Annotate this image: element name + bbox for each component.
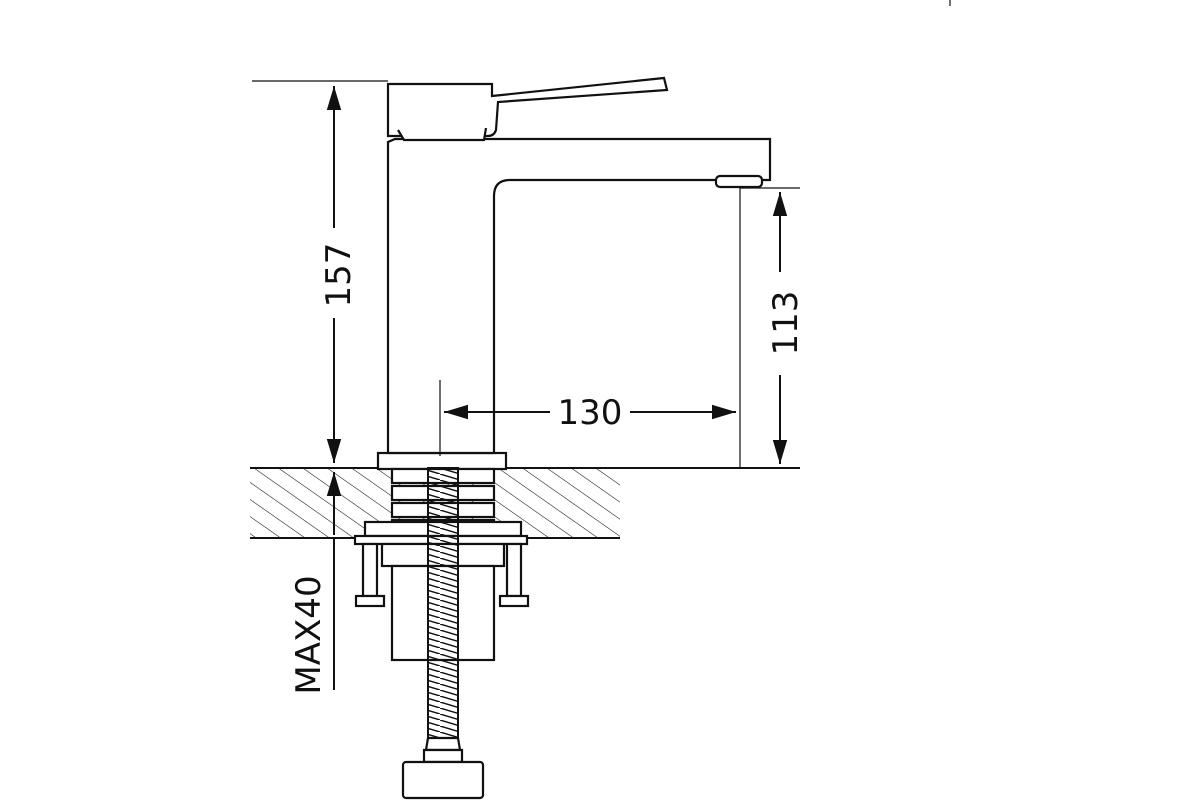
dimension-total-height: 157 xyxy=(319,86,359,463)
dimension-spout-height: 113 xyxy=(766,192,806,464)
faucet-base-ring xyxy=(376,451,508,471)
dimension-max-thickness: MAX40 xyxy=(289,472,342,695)
dimension-157-label: 157 xyxy=(319,243,359,308)
hose-connector-nut xyxy=(401,760,485,800)
threaded-rod xyxy=(422,467,464,764)
dimension-max40-label: MAX40 xyxy=(289,575,329,694)
faucet-body xyxy=(386,137,772,455)
extension-lines xyxy=(252,80,800,468)
dimension-113-label: 113 xyxy=(766,291,806,356)
dimension-130-label: 130 xyxy=(558,393,623,433)
countertop xyxy=(250,467,800,539)
dimension-spout-reach: 130 xyxy=(444,393,736,433)
lever-handle xyxy=(386,76,669,142)
aerator xyxy=(714,174,764,189)
